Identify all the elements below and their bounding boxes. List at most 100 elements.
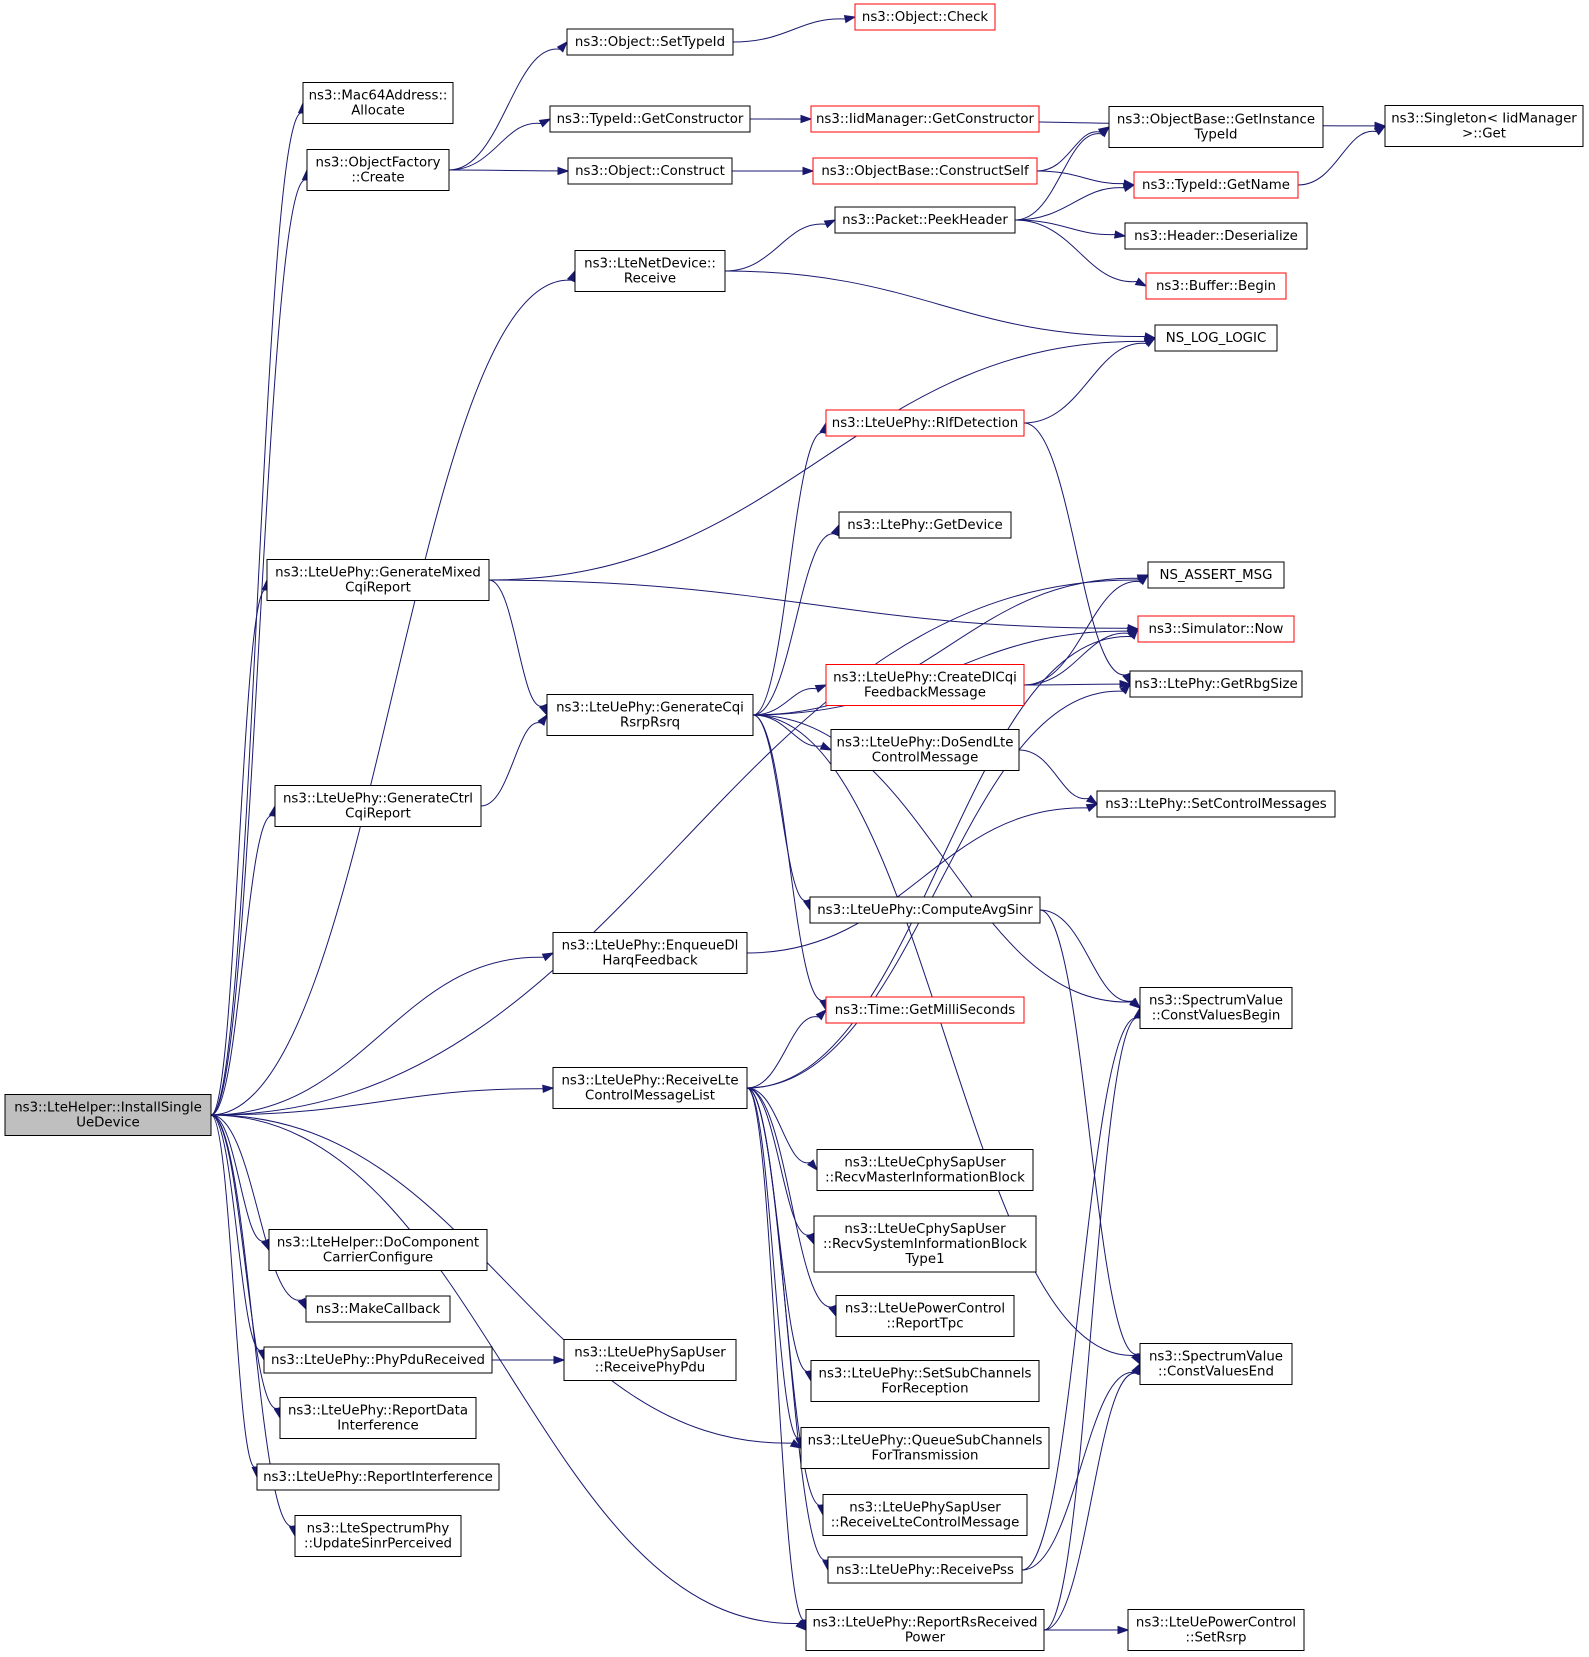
edge-line (746, 1087, 811, 1236)
edge-line (746, 807, 1088, 954)
node-reportint[interactable]: ns3::LteUePhy::ReportInterference (256, 1463, 500, 1491)
node-label: ns3::Simulator::Now (1149, 622, 1284, 637)
node-box (810, 1360, 1040, 1402)
node-ltenetrecv[interactable]: ns3::LteNetDevice::Receive (574, 250, 726, 292)
node-cvbegin[interactable]: ns3::SpectrumValue::ConstValuesBegin (1139, 987, 1293, 1029)
edge-line (210, 1114, 799, 1624)
node-box (567, 157, 733, 185)
node-bufbegin[interactable]: ns3::Buffer::Begin (1145, 272, 1287, 300)
edge-line (746, 1087, 806, 1621)
node-recvmib[interactable]: ns3::LteUeCphySapUser::RecvMasterInforma… (816, 1149, 1034, 1191)
node-label: ns3::LteUePhySapUser (574, 1346, 726, 1361)
node-deserialize[interactable]: ns3::Header::Deserialize (1124, 222, 1308, 250)
node-box (263, 1346, 493, 1374)
node-box (1124, 222, 1308, 250)
node-label: ns3::LteSpectrumPhy (307, 1522, 450, 1537)
node-recvsib[interactable]: ns3::LteUeCphySapUser::RecvSystemInforma… (813, 1215, 1037, 1273)
node-label: ns3::Singleton< IidManager (1391, 112, 1577, 127)
node-setrsrp[interactable]: ns3::LteUePowerControl::SetRsrp (1127, 1609, 1305, 1651)
node-objfactory[interactable]: ns3::ObjectFactory::Create (306, 149, 450, 191)
edge-recvlte-to-getrbg (746, 682, 1132, 1089)
edge-gencqi-to-rlf (752, 421, 828, 716)
node-cvend[interactable]: ns3::SpectrumValue::ConstValuesEnd (1139, 1343, 1293, 1385)
node-setctrl[interactable]: ns3::LtePhy::SetControlMessages (1096, 790, 1336, 818)
node-settypeid[interactable]: ns3::Object::SetTypeId (566, 28, 734, 56)
node-label: ns3::LteUePhy::GenerateCqi (556, 701, 744, 716)
node-box (549, 105, 751, 133)
edge-rlf-to-getrbg (1023, 422, 1131, 686)
arrowhead-icon (814, 684, 828, 693)
node-box (1127, 1609, 1305, 1651)
node-label: ns3::Header::Deserialize (1134, 229, 1298, 244)
node-rlf[interactable]: ns3::LteUePhy::RlfDetection (825, 409, 1025, 437)
edge-line (1023, 422, 1127, 676)
node-getrbg[interactable]: ns3::LtePhy::GetRbgSize (1129, 670, 1303, 698)
arrowhead-icon (537, 713, 548, 726)
node-label: ForReception (881, 1382, 968, 1397)
node-box (1145, 272, 1287, 300)
edge-line (752, 432, 824, 716)
node-createdl[interactable]: ns3::LteUePhy::CreateDlCqiFeedbackMessag… (825, 664, 1025, 706)
node-singleton[interactable]: ns3::Singleton< IidManager>::Get (1384, 105, 1584, 147)
edge-line (210, 956, 544, 1116)
node-box (834, 206, 1016, 234)
node-label: ns3::LtePhy::SetControlMessages (1105, 797, 1327, 812)
node-getdevice[interactable]: ns3::LtePhy::GetDevice (838, 511, 1012, 539)
node-objcheck[interactable]: ns3::Object::Check (854, 3, 996, 31)
node-avgsinr[interactable]: ns3::LteUePhy::ComputeAvgSinr (809, 896, 1041, 924)
edge-gencqi-to-avgsinr (752, 714, 812, 912)
edge-line (746, 690, 1124, 1089)
edge-line (210, 589, 267, 1116)
node-label: ns3::LteUePhy::ReportInterference (263, 1470, 493, 1485)
edge-line (732, 18, 846, 43)
edge-line (1043, 1017, 1139, 1631)
edge-line (210, 112, 303, 1116)
node-docomp[interactable]: ns3::LteHelper::DoComponentCarrierConfig… (268, 1229, 488, 1271)
edge-line (1036, 131, 1101, 172)
node-recvphypdu[interactable]: ns3::LteUePhySapUser::ReceivePhyPdu (563, 1339, 737, 1381)
edge-line (752, 533, 836, 716)
node-tid_getctor[interactable]: ns3::TypeId::GetConstructor (549, 105, 751, 133)
node-mac64[interactable]: ns3::Mac64Address::Allocate (302, 82, 454, 124)
node-constructself[interactable]: ns3::ObjectBase::ConstructSelf (812, 157, 1038, 185)
arrowhead-icon (1098, 125, 1111, 138)
node-nslog[interactable]: NS_LOG_LOGIC (1154, 324, 1278, 352)
node-peekheader[interactable]: ns3::Packet::PeekHeader (834, 206, 1016, 234)
edge-line (488, 340, 1146, 581)
node-queuesub[interactable]: ns3::LteUePhy::QueueSubChannelsForTransm… (800, 1427, 1050, 1469)
node-makecb[interactable]: ns3::MakeCallback (305, 1295, 451, 1323)
edge-line (488, 579, 544, 707)
node-box (1139, 987, 1293, 1029)
edge-line (210, 1088, 544, 1116)
node-nsassert[interactable]: NS_ASSERT_MSG (1147, 561, 1285, 589)
node-recvlte[interactable]: ns3::LteUePhy::ReceiveLteControlMessageL… (552, 1067, 748, 1109)
node-objconstruct[interactable]: ns3::Object::Construct (567, 157, 733, 185)
node-phypdu[interactable]: ns3::LteUePhy::PhyPduReceived (263, 1346, 493, 1374)
node-label: ::ReceivePhyPdu (595, 1361, 705, 1376)
node-label: Receive (624, 272, 676, 287)
edge-root-to-queuesub (210, 1114, 803, 1449)
edge-line (488, 579, 1129, 629)
node-setsub[interactable]: ns3::LteUePhy::SetSubChannelsForReceptio… (810, 1360, 1040, 1402)
node-getmilli[interactable]: ns3::Time::GetMilliSeconds (825, 996, 1025, 1024)
edge-avgsinr-to-cvend (1039, 909, 1142, 1366)
node-box (566, 28, 734, 56)
node-reporttpc[interactable]: ns3::LteUePowerControl::ReportTpc (835, 1295, 1015, 1337)
node-simnow[interactable]: ns3::Simulator::Now (1137, 615, 1295, 643)
node-box (1129, 670, 1303, 698)
node-recvpss[interactable]: ns3::LteUePhy::ReceivePss (827, 1556, 1023, 1584)
node-iid_getctor[interactable]: ns3::IidManager::GetConstructor (810, 105, 1040, 133)
node-updsinr[interactable]: ns3::LteSpectrumPhy::UpdateSinrPerceived (294, 1515, 462, 1557)
node-getname[interactable]: ns3::TypeId::GetName (1133, 171, 1299, 199)
arrowhead-icon (538, 118, 552, 128)
node-recvltemsg[interactable]: ns3::LteUePhySapUser::ReceiveLteControlM… (822, 1494, 1028, 1536)
